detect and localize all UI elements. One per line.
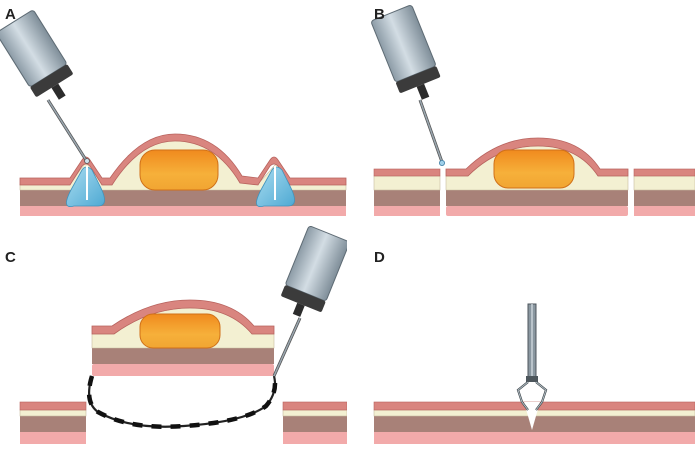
tissue-left-segment — [373, 168, 441, 216]
endoscope-cap — [30, 64, 73, 97]
endoscope-knife — [0, 10, 90, 164]
lesion — [493, 149, 575, 189]
injection-cushion-left — [66, 166, 105, 207]
panel-d: D — [348, 226, 695, 452]
endoscope-cap — [281, 285, 326, 312]
panel-b: B — [348, 0, 695, 226]
serosa-layer — [20, 206, 346, 216]
panel-a-illustration — [0, 10, 347, 216]
panel-label: D — [374, 249, 385, 266]
panel-label: A — [5, 6, 16, 23]
panel-label: C — [5, 249, 16, 266]
panel-d-illustration — [373, 303, 695, 444]
knife-tip — [84, 158, 90, 164]
tissue-right-stub — [282, 401, 347, 444]
mucosa-layer — [19, 133, 347, 186]
lesion — [139, 313, 221, 349]
panel-c: C — [0, 226, 347, 452]
endoscope-cap — [396, 66, 441, 93]
muscle-layer — [374, 416, 695, 432]
lesion — [139, 149, 219, 191]
endoscope-knife — [371, 5, 446, 166]
tissue-left-stub — [19, 401, 87, 444]
endoscope-snare — [272, 226, 347, 377]
endoscopic-clip — [516, 303, 548, 411]
submucosal-injection-cushions — [66, 166, 295, 207]
snare-loop — [86, 375, 278, 429]
knife-tip — [439, 159, 446, 166]
tissue-right-segment — [633, 168, 695, 216]
panel-b-illustration — [371, 5, 695, 216]
panel-label: B — [374, 6, 385, 23]
serosa-layer — [374, 432, 695, 444]
panel-a: A — [0, 0, 347, 226]
resected-specimen — [91, 299, 275, 376]
panel-c-illustration — [19, 226, 347, 444]
